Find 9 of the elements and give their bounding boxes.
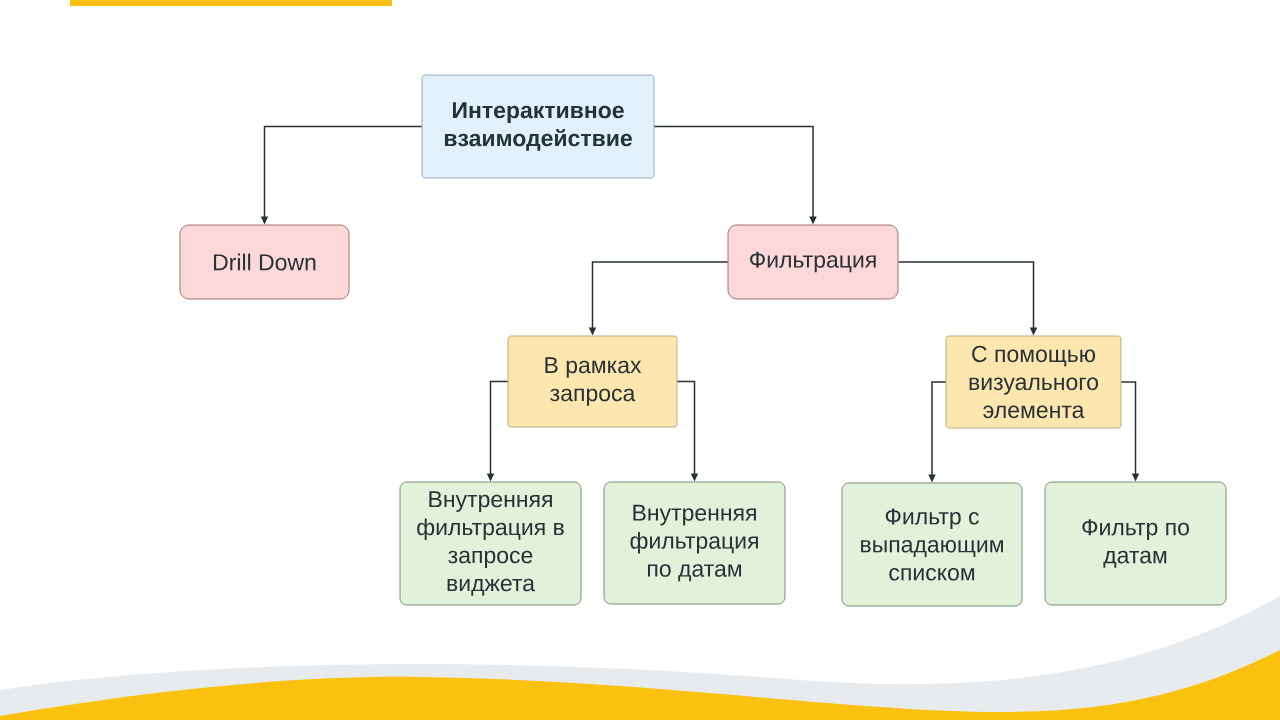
topic-box: Фильтр с выпадающим списком	[841, 482, 1023, 607]
topic-box: Интерактивное взаимодействие	[421, 74, 655, 179]
topic-box: Фильтрация	[727, 224, 899, 300]
topic-box: Внутренняя фильтрация по датам	[603, 481, 786, 605]
topic-box: Drill Down	[179, 224, 350, 300]
topic-box: В рамках запроса	[507, 335, 678, 428]
topic-box: С помощью визуального элемента	[945, 335, 1122, 429]
topic-box: Фильтр по датам	[1044, 481, 1227, 606]
topic-box: Внутренняя фильтрация в запросе виджета	[399, 481, 582, 606]
